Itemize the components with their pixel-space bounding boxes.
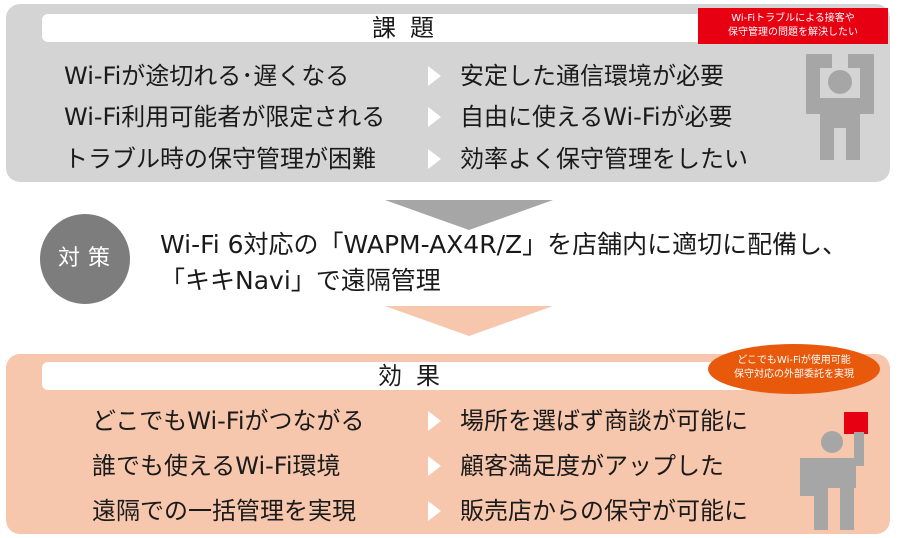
issue-need-2: 自由に使えるWi-Fiが必要 bbox=[460, 103, 733, 131]
effect-callout: どこでもWi-Fiが使用可能 保守対応の外部委託を実現 bbox=[708, 344, 880, 394]
person-raising-flag-icon bbox=[800, 412, 868, 530]
measure-line-1: Wi-Fi 6対応の「WAPM-AX4R/Z」を店舗内に適切に配備し、 bbox=[160, 230, 848, 259]
measure-line-2: 「キキNavi」で遠隔管理 bbox=[160, 266, 441, 295]
effect-cause-1: どこでもWi-Fiがつながる bbox=[92, 407, 365, 435]
effect-header: 効果 bbox=[42, 362, 790, 390]
issue-callout: Wi-Fiトラブルによる接客や 保守管理の問題を解決したい bbox=[698, 8, 888, 44]
chevron-right-icon bbox=[428, 107, 441, 127]
chevron-right-icon bbox=[428, 149, 441, 169]
effect-result-3: 販売店からの保守が可能に bbox=[460, 497, 748, 525]
effect-cause-2: 誰でも使えるWi-Fi環境 bbox=[92, 452, 341, 480]
issue-problem-2: Wi-Fi利用可能者が限定される bbox=[64, 103, 386, 131]
issue-header: 課題 bbox=[42, 14, 778, 42]
chevron-right-icon bbox=[428, 456, 441, 476]
down-arrow-icon bbox=[385, 200, 553, 230]
chevron-right-icon bbox=[428, 66, 441, 86]
down-arrow-icon bbox=[385, 306, 553, 336]
issue-problem-3: トラブル時の保守管理が困難 bbox=[64, 145, 376, 173]
flag-icon bbox=[844, 412, 868, 434]
measure-badge: 対策 bbox=[40, 214, 130, 304]
chevron-right-icon bbox=[428, 411, 441, 431]
issue-need-3: 効率よく保守管理をしたい bbox=[460, 145, 748, 173]
person-holding-head-icon bbox=[806, 54, 874, 160]
effect-callout-line-2: 保守対応の外部委託を実現 bbox=[734, 369, 854, 380]
issue-callout-line-1: Wi-Fiトラブルによる接客や bbox=[731, 13, 855, 24]
effect-result-1: 場所を選ばず商談が可能に bbox=[460, 407, 748, 435]
issue-callout-line-2: 保守管理の問題を解決したい bbox=[728, 27, 858, 38]
effect-cause-3: 遠隔での一括管理を実現 bbox=[92, 497, 356, 525]
issue-problem-1: Wi-Fiが途切れる･遅くなる bbox=[64, 62, 350, 90]
issue-need-1: 安定した通信環境が必要 bbox=[460, 62, 724, 90]
chevron-right-icon bbox=[428, 501, 441, 521]
effect-result-2: 顧客満足度がアップした bbox=[460, 452, 724, 480]
effect-callout-line-1: どこでもWi-Fiが使用可能 bbox=[737, 355, 851, 366]
